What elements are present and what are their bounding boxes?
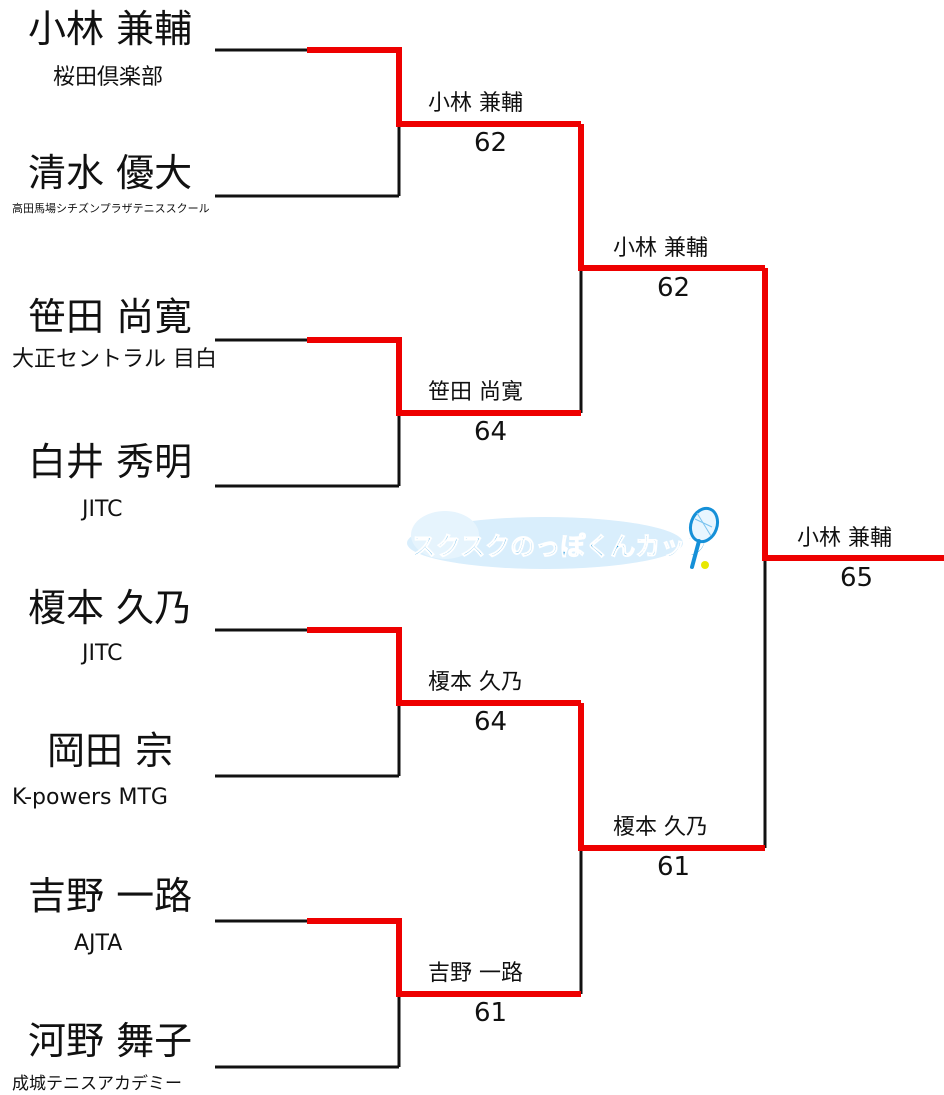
r1-score-1: 62: [474, 128, 508, 158]
logo-text: スクスクのっぽくんカップ: [411, 532, 711, 561]
player-name-3: 笹田 尚寛: [28, 295, 193, 339]
r1-winner-4: 吉野 一路: [428, 961, 523, 986]
player-club-5: JITC: [82, 641, 123, 666]
final-winner: 小林 兼輔: [797, 526, 892, 551]
winner-path-r1-m2: [307, 337, 581, 416]
winner-paths: [307, 47, 944, 997]
sf-winner-2: 榎本 久乃: [613, 815, 708, 840]
winner-path-r1-m1: [307, 47, 581, 127]
sf-score-1: 62: [657, 273, 691, 303]
logo-graphic: スクスクのっぽくんカップ: [407, 506, 720, 569]
player-name-5: 榎本 久乃: [28, 586, 193, 630]
r1-winner-3: 榎本 久乃: [428, 670, 523, 695]
winner-path-sf1: [578, 124, 765, 271]
player-name-1: 小林 兼輔: [28, 7, 193, 51]
r1-score-2: 64: [474, 417, 508, 447]
tennis-racket-icon: [688, 506, 720, 569]
player-club-8: 成城テニスアカデミー: [12, 1074, 182, 1094]
player-club-1: 桜田倶楽部: [53, 65, 164, 90]
logo-cloud-2: [411, 511, 479, 559]
tournament-logo: スクスクのっぽくんカップ: [405, 503, 725, 575]
player-name-2: 清水 優大: [28, 151, 193, 195]
tennis-ball-icon: [701, 561, 709, 569]
winner-path-r1-m3: [307, 627, 581, 706]
player-club-3: 大正セントラル 目白: [12, 347, 217, 372]
winner-path-sf2: [578, 703, 765, 851]
player-name-8: 河野 舞子: [28, 1019, 193, 1063]
player-club-2: 高田馬場シチズンプラザテニススクール: [12, 202, 210, 215]
winner-path-r1-m4: [307, 918, 581, 997]
winner-path-final: [762, 268, 944, 561]
sf-winner-1: 小林 兼輔: [613, 236, 708, 261]
player-club-6: K-powers MTG: [12, 785, 168, 810]
player-name-4: 白井 秀明: [28, 440, 193, 484]
player-name-6: 岡田 宗: [47, 729, 174, 773]
player-club-7: AJTA: [74, 931, 123, 956]
final-score: 65: [840, 563, 874, 593]
r1-score-4: 61: [474, 998, 508, 1028]
bracket-lines: [215, 48, 767, 1069]
r1-winner-1: 小林 兼輔: [428, 91, 523, 116]
player-club-4: JITC: [82, 497, 123, 522]
player-name-7: 吉野 一路: [28, 874, 193, 918]
r1-winner-2: 笹田 尚寛: [428, 380, 523, 405]
sf-score-2: 61: [657, 852, 691, 882]
r1-score-3: 64: [474, 707, 508, 737]
